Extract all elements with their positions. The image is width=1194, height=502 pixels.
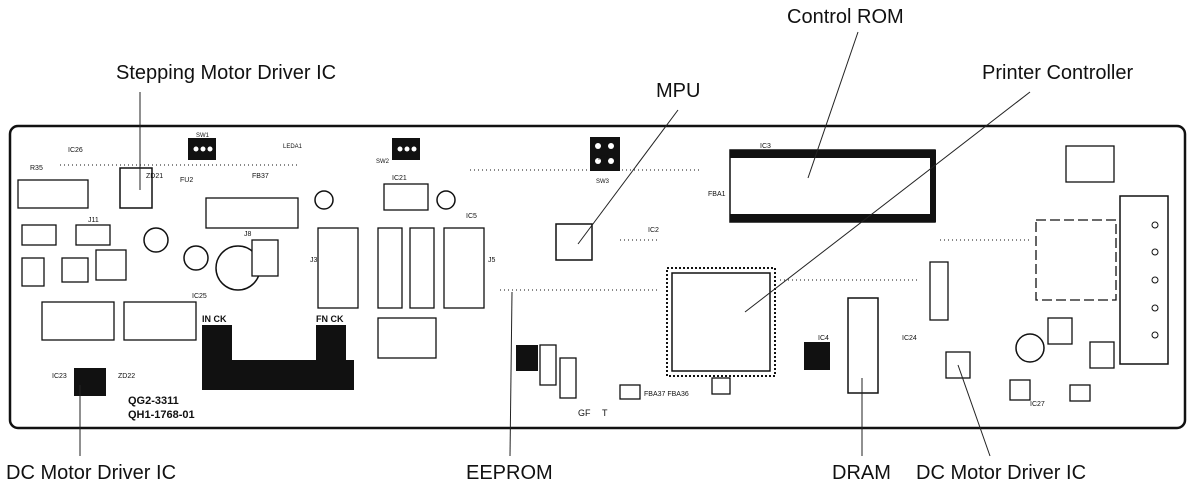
component bbox=[41, 301, 115, 341]
ic4-block bbox=[804, 342, 830, 370]
label-ic2: IC2 bbox=[648, 227, 659, 234]
label-fb37: FB37 bbox=[252, 173, 269, 180]
component bbox=[17, 179, 89, 209]
connector-sw3 bbox=[590, 137, 620, 171]
connector-sw1 bbox=[188, 138, 216, 160]
db-connector bbox=[1119, 195, 1169, 365]
label-ic3: IC3 bbox=[760, 143, 771, 150]
callout-dc-motor-driver-ic-right: DC Motor Driver IC bbox=[916, 462, 1087, 484]
label-ic27: IC27 bbox=[1030, 401, 1045, 408]
callout-dc-motor-driver-ic-left: DC Motor Driver IC bbox=[6, 462, 177, 484]
component bbox=[1069, 384, 1091, 402]
label-r35: R35 bbox=[30, 165, 43, 172]
component bbox=[539, 344, 557, 386]
label-t: T bbox=[602, 408, 608, 418]
label-ic5: IC5 bbox=[466, 213, 477, 220]
component bbox=[559, 357, 577, 399]
leader-printer-controller bbox=[744, 91, 1031, 313]
label-ic25: IC25 bbox=[192, 293, 207, 300]
capacitor bbox=[314, 190, 334, 210]
label-fba37: FBA37 FBA36 bbox=[644, 391, 689, 398]
stepping-motor-driver-chip bbox=[119, 167, 153, 209]
callout-printer-controller: Printer Controller bbox=[982, 62, 1134, 84]
traces bbox=[60, 164, 1030, 291]
resistor-array bbox=[409, 227, 435, 309]
label-zd21: ZD21 bbox=[146, 173, 163, 180]
dc-motor-driver-left-chip bbox=[74, 368, 106, 396]
label-ic26: IC26 bbox=[68, 147, 83, 154]
ic-grid bbox=[1035, 219, 1117, 301]
label-sw3: SW3 bbox=[596, 179, 610, 185]
label-ic21: IC21 bbox=[392, 175, 407, 182]
connector-j5 bbox=[443, 227, 485, 309]
capacitor bbox=[183, 245, 209, 271]
component bbox=[711, 377, 731, 395]
connector-j3 bbox=[317, 227, 359, 309]
label-fba1: FBA1 bbox=[708, 191, 726, 198]
label-j8: J8 bbox=[244, 231, 252, 238]
component bbox=[123, 301, 197, 341]
component bbox=[1047, 317, 1073, 345]
callout-mpu: MPU bbox=[656, 80, 701, 102]
printer-controller-chip bbox=[666, 267, 776, 377]
connector-j8 bbox=[205, 197, 299, 229]
label-j3: J3 bbox=[310, 257, 318, 264]
connector-sw2 bbox=[392, 138, 420, 160]
component bbox=[61, 257, 89, 283]
component bbox=[1089, 341, 1115, 369]
ic-column bbox=[929, 261, 949, 321]
label-fu2: FU2 bbox=[180, 177, 193, 184]
label-j5: J5 bbox=[488, 257, 496, 264]
ic21-chip bbox=[383, 183, 429, 211]
component bbox=[95, 249, 127, 281]
capacitor bbox=[143, 227, 169, 253]
label-ic23: IC23 bbox=[52, 373, 67, 380]
component bbox=[251, 239, 279, 277]
component bbox=[21, 224, 57, 246]
callout-stepping-motor-driver-ic: Stepping Motor Driver IC bbox=[116, 62, 337, 84]
board-id: QH1-1768-01 bbox=[128, 409, 195, 421]
fn-ck-block bbox=[316, 325, 346, 360]
capacitor bbox=[1015, 333, 1045, 363]
component bbox=[21, 257, 45, 287]
component bbox=[619, 384, 641, 400]
label-fn-ck: FN CK bbox=[316, 314, 344, 324]
callout-eeprom: EEPROM bbox=[466, 462, 553, 484]
callout-dram: DRAM bbox=[832, 462, 891, 484]
label-ic4: IC4 bbox=[818, 335, 829, 342]
label-ic24: IC24 bbox=[902, 335, 917, 342]
label-in-ck: IN CK bbox=[202, 314, 227, 324]
label-j11: J11 bbox=[88, 217, 99, 224]
connector-top-right bbox=[1065, 145, 1115, 183]
resistor-array bbox=[377, 317, 437, 359]
mpu-chip bbox=[555, 223, 593, 261]
callout-control-rom: Control ROM bbox=[787, 6, 904, 28]
dram-chip bbox=[847, 297, 879, 394]
leader-mpu bbox=[577, 109, 679, 245]
capacitor bbox=[436, 190, 456, 210]
label-ic1: IC1 bbox=[598, 155, 609, 162]
label-sw1: SW1 bbox=[196, 133, 210, 139]
leader-dc-motor-right bbox=[957, 364, 991, 457]
leader-control-rom bbox=[807, 31, 859, 179]
label-zd22: ZD22 bbox=[118, 373, 135, 380]
label-sw2: SW2 bbox=[376, 159, 390, 165]
control-rom-chip bbox=[729, 149, 936, 223]
board-outline bbox=[8, 124, 1187, 430]
component bbox=[75, 224, 111, 246]
label-led1: LEDA1 bbox=[283, 144, 303, 150]
component bbox=[1009, 379, 1031, 401]
in-ck-block bbox=[202, 325, 232, 360]
bottom-black-strip bbox=[202, 360, 354, 390]
eeprom-chip bbox=[516, 345, 538, 371]
resistor-array bbox=[377, 227, 403, 309]
board-part-number: QG2-3311 bbox=[128, 395, 179, 407]
leader-lines bbox=[79, 31, 1031, 457]
leader-eeprom bbox=[509, 291, 513, 457]
label-gf: GF bbox=[578, 408, 591, 418]
